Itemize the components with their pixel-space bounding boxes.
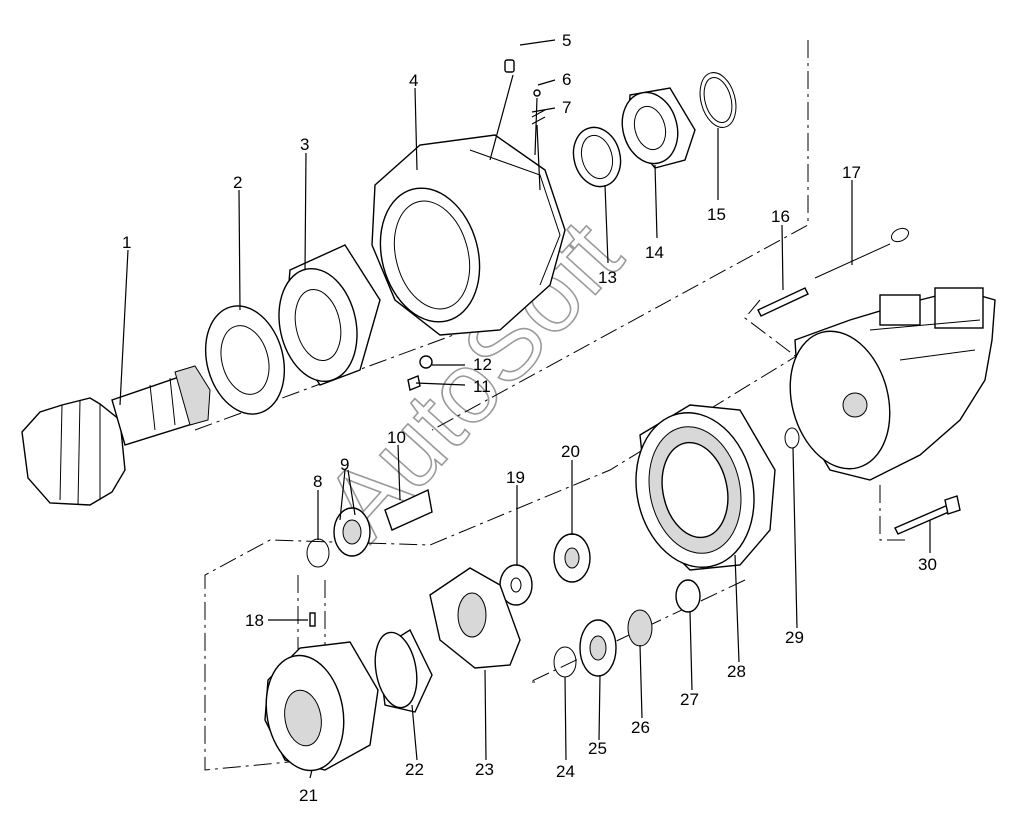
callout-17: 17 — [842, 163, 861, 182]
small-fittings — [407, 59, 546, 391]
part-25-gear — [579, 619, 617, 677]
travel-motor-assembly — [789, 287, 996, 481]
part-1-output-shaft — [21, 365, 211, 506]
callout-23: 23 — [475, 760, 494, 779]
callout-2: 2 — [233, 173, 242, 192]
callout-26: 26 — [631, 718, 650, 737]
part-3-bearing — [278, 244, 381, 386]
callout-7: 7 — [562, 98, 571, 117]
callout-1: 1 — [122, 233, 131, 252]
callout-6: 6 — [562, 70, 571, 89]
callout-16: 16 — [771, 207, 790, 226]
part-26-needle-bearing — [627, 609, 653, 647]
callout-13: 13 — [598, 268, 617, 287]
part-9-planet-gear — [333, 507, 371, 557]
callout-15: 15 — [707, 205, 726, 224]
callout-14: 14 — [645, 243, 664, 262]
callout-11: 11 — [473, 377, 491, 396]
callout-22: 22 — [405, 760, 424, 779]
part-30-bolt — [894, 495, 961, 535]
callout-9: 9 — [340, 455, 349, 474]
callout-25: 25 — [588, 739, 607, 758]
part-18-pin — [309, 612, 316, 627]
part-15-snap-ring — [699, 72, 737, 128]
callout-24: 24 — [556, 762, 575, 781]
part-23-carrier-plate — [429, 567, 521, 669]
part-29-o-ring — [784, 427, 800, 449]
part-20-sun-gear — [553, 533, 591, 583]
callout-29: 29 — [785, 628, 804, 647]
callout-12: 12 — [473, 355, 492, 374]
callout-27: 27 — [680, 690, 699, 709]
callout-20: 20 — [561, 442, 580, 461]
callout-4: 4 — [409, 71, 418, 90]
part-28-ring-gear — [635, 404, 776, 571]
callout-numbers: 1 2 3 4 5 6 7 8 9 10 11 12 13 14 15 16 1… — [122, 31, 937, 805]
callout-10: 10 — [387, 428, 406, 447]
callout-8: 8 — [313, 472, 322, 491]
callout-19: 19 — [506, 468, 525, 487]
leader-lines — [119, 39, 931, 779]
part-22-gear — [374, 628, 433, 713]
part-21-planet-carrier — [264, 641, 379, 772]
part-10-pin — [384, 488, 433, 531]
callout-21: 21 — [299, 786, 318, 805]
part-13-seal — [572, 126, 622, 188]
callout-18: 18 — [245, 611, 264, 630]
part-27-spacer — [675, 579, 701, 613]
part-2-thrust-washer — [204, 305, 286, 415]
callout-3: 3 — [300, 135, 309, 154]
part-16-pin — [757, 287, 809, 317]
part-17-dipstick — [814, 227, 910, 279]
callout-28: 28 — [727, 662, 746, 681]
part-4-hub-housing — [371, 134, 566, 336]
callout-30: 30 — [918, 555, 937, 574]
part-8-ring — [306, 538, 330, 568]
callout-5: 5 — [562, 31, 571, 50]
part-14-bearing — [621, 87, 696, 169]
